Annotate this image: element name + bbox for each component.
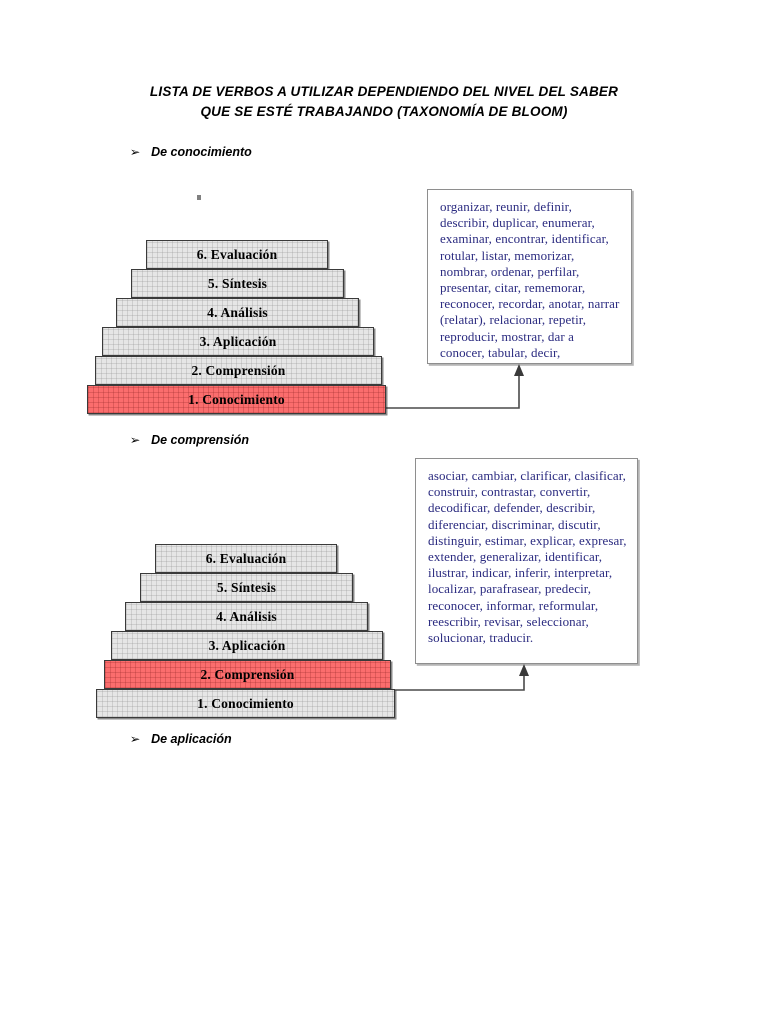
pyramid-step-1: 1. Conocimiento bbox=[87, 385, 386, 414]
verb-list-box-comprension: asociar, cambiar, clarificar, clasificar… bbox=[415, 458, 638, 664]
section-heading-conocimiento: ➢ De conocimiento bbox=[130, 145, 252, 159]
pyramid-step-3: 3. Aplicación bbox=[111, 631, 383, 660]
section-heading-label: De aplicación bbox=[151, 732, 232, 746]
pyramid-step-6: 6. Evaluación bbox=[155, 544, 337, 573]
section-heading-label: De comprensión bbox=[151, 433, 249, 447]
pyramid-step-1: 1. Conocimiento bbox=[96, 689, 395, 718]
pyramid-step-label: 3. Aplicación bbox=[208, 637, 286, 653]
stray-mark-artifact bbox=[197, 195, 201, 200]
pyramid-step-5: 5. Síntesis bbox=[140, 573, 353, 602]
pyramid-step-label: 2. Comprensión bbox=[200, 666, 295, 682]
section-heading-aplicacion: ➢ De aplicación bbox=[130, 732, 232, 746]
arrow-bullet-icon: ➢ bbox=[129, 732, 141, 746]
pyramid-step-label: 2. Comprensión bbox=[191, 362, 286, 378]
pyramid-step-3: 3. Aplicación bbox=[102, 327, 374, 356]
arrow-bullet-icon: ➢ bbox=[129, 145, 141, 159]
connector-arrow-conocimiento bbox=[386, 364, 524, 409]
pyramid-step-label: 5. Síntesis bbox=[216, 579, 277, 595]
page-title: LISTA DE VERBOS A UTILIZAR DEPENDIENDO D… bbox=[0, 82, 768, 122]
section-heading-label: De conocimiento bbox=[151, 145, 252, 159]
pyramid-step-label: 4. Análisis bbox=[207, 304, 268, 320]
pyramid-step-label: 4. Análisis bbox=[216, 608, 277, 624]
pyramid-step-label: 1. Conocimiento bbox=[188, 391, 285, 407]
bloom-pyramid-conocimiento: 6. Evaluación 5. Síntesis 4. Análisis 3. Ap… bbox=[87, 240, 387, 416]
pyramid-step-label: 3. Aplicación bbox=[199, 333, 277, 349]
pyramid-step-6: 6. Evaluación bbox=[146, 240, 328, 269]
pyramid-step-2: 2. Comprensión bbox=[95, 356, 382, 385]
connector-arrow-comprension bbox=[386, 664, 529, 691]
page-title-line-1: LISTA DE VERBOS A UTILIZAR DEPENDIENDO D… bbox=[149, 84, 619, 99]
page-title-line-2: QUE SE ESTÉ TRABAJANDO (TAXONOMÍA DE BLO… bbox=[200, 104, 568, 119]
pyramid-step-label: 5. Síntesis bbox=[207, 275, 268, 291]
pyramid-step-4: 4. Análisis bbox=[116, 298, 359, 327]
pyramid-step-label: 6. Evaluación bbox=[196, 246, 278, 262]
pyramid-step-2: 2. Comprensión bbox=[104, 660, 391, 689]
pyramid-step-4: 4. Análisis bbox=[125, 602, 368, 631]
verb-list-box-conocimiento: organizar, reunir, definir, describir, d… bbox=[427, 189, 632, 364]
pyramid-step-5: 5. Síntesis bbox=[131, 269, 344, 298]
pyramid-step-label: 1. Conocimiento bbox=[197, 695, 294, 711]
arrow-bullet-icon: ➢ bbox=[129, 433, 141, 447]
bloom-pyramid-comprension: 6. Evaluación 5. Síntesis 4. Análisis 3. Ap… bbox=[96, 544, 396, 720]
pyramid-step-label: 6. Evaluación bbox=[205, 550, 287, 566]
section-heading-comprension: ➢ De comprensión bbox=[130, 433, 249, 447]
